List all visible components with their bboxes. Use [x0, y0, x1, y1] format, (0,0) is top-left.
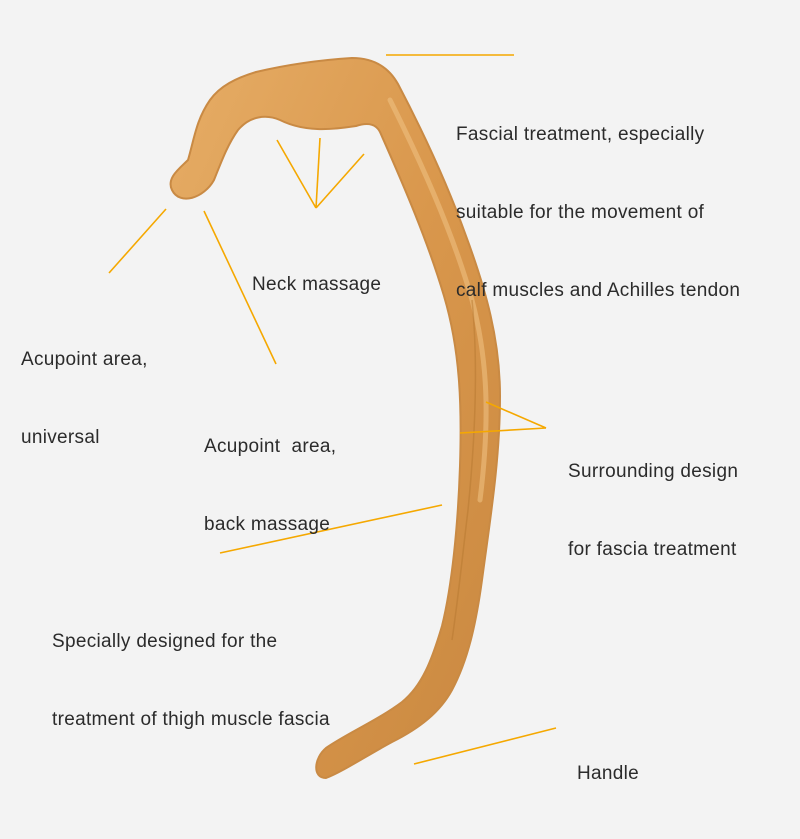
wood-grain-line: [451, 299, 477, 641]
leader-line-thigh: [219, 504, 443, 554]
label-acupoint-universal: Acupoint area, universal: [21, 295, 148, 503]
leader-line-acupoint-universal: [108, 208, 167, 274]
label-surrounding-design: Surrounding design for fascia treatment: [568, 407, 738, 615]
label-fascial-line1: Fascial treatment, especially: [456, 124, 705, 145]
leader-line-acupoint-back: [203, 210, 277, 365]
product-diagram: Fascial treatment, especially suitable f…: [21, 54, 740, 785]
label-thigh-line1: Specially designed for the: [52, 631, 278, 652]
massage-tool-illustration: [108, 54, 557, 780]
leader-line-surrounding-top: [485, 401, 547, 429]
label-acupoint-back-line2: back massage: [204, 514, 331, 535]
label-acupoint-back: Acupoint area, back massage: [204, 382, 336, 590]
label-thigh-fascia: Specially designed for the treatment of …: [52, 577, 330, 785]
label-fascial-line3: calf muscles and Achilles tendon: [456, 280, 741, 301]
label-acupoint-universal-line1: Acupoint area,: [21, 349, 148, 370]
label-handle: Handle: [577, 709, 639, 839]
leader-line-surrounding-bottom: [459, 427, 547, 434]
label-acupoint-back-line1: Acupoint area,: [204, 436, 337, 457]
label-handle-line1: Handle: [577, 763, 640, 784]
leader-lines: [108, 54, 557, 765]
label-surrounding-line2: for fascia treatment: [568, 539, 737, 560]
label-acupoint-universal-line2: universal: [21, 427, 100, 448]
leader-line-neck-right: [315, 153, 365, 209]
label-fascial-treatment: Fascial treatment, especially suitable f…: [456, 70, 740, 356]
leader-line-handle: [413, 727, 557, 765]
leader-line-neck-mid: [315, 137, 321, 209]
leader-line-neck-left: [276, 139, 317, 209]
label-thigh-line2: treatment of thigh muscle fascia: [52, 709, 330, 730]
label-neck-massage: Neck massage: [252, 220, 381, 350]
wooden-tool-shape: [169, 56, 502, 780]
label-neck-line1: Neck massage: [252, 274, 382, 295]
label-surrounding-line1: Surrounding design: [568, 461, 739, 482]
label-fascial-line2: suitable for the movement of: [456, 202, 705, 223]
